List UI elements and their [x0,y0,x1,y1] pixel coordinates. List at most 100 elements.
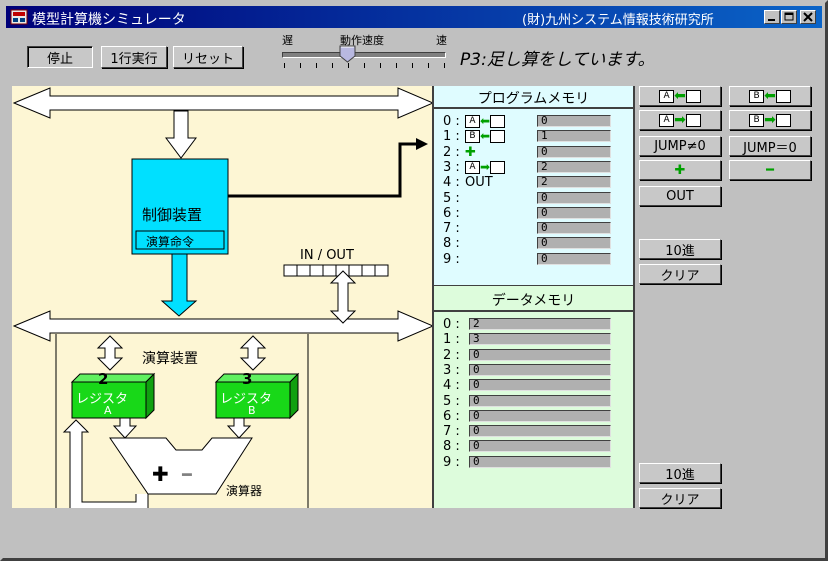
io-label: IN / OUT [300,248,354,263]
data-memory-row[interactable]: 2 :0 [443,348,633,363]
speed-slider[interactable] [280,45,448,73]
reg-a-icon: A [465,160,480,174]
data-row-value[interactable]: 2 [469,318,611,330]
data-row-value[interactable]: 0 [469,440,611,453]
program-clear-button[interactable]: クリア [639,264,721,284]
memory-cell-icon [685,113,701,127]
plus-button[interactable]: ✚ [639,160,721,180]
program-memory-row[interactable]: 0 :A⬅ 0 [443,114,633,129]
data-row-value[interactable]: 0 [469,455,611,468]
program-row-index: 8 : [443,236,460,252]
program-row-value[interactable]: 2 [537,176,611,189]
status-message: P3:足し算をしています。 [460,50,655,70]
minus-button[interactable]: ━ [729,160,811,180]
register-b-value: 3 [242,370,253,388]
data-memory-row[interactable]: 9 : 0 [443,455,633,470]
data-memory-row[interactable]: 1 :3 [443,332,633,347]
control-unit-sub-label: 演算命令 [146,235,195,249]
data-memory-row[interactable]: 6 :0 [443,409,633,424]
load-a-button[interactable]: A⬅ [639,86,721,106]
program-memory-row[interactable]: 1 :B⬅ 1 [443,129,633,144]
data-row-value[interactable]: 0 [469,409,611,422]
reg-b-bus-arrow [239,335,267,371]
data-row-index: 7 : [443,424,460,440]
data-row-index: 8 : [443,439,460,455]
data-memory-divider [433,310,634,312]
program-memory-row[interactable]: 6 :0 [443,206,633,221]
data-row-index: 0 : [443,317,460,332]
data-memory-row[interactable]: 5 :0 [443,394,633,409]
program-memory-row[interactable]: 5 :0 [443,191,633,206]
memory-separator [432,285,635,286]
data-row-value[interactable]: 0 [469,394,611,407]
program-decimal-button[interactable]: 10進 [639,239,721,259]
data-memory-row[interactable]: 0 : 2 [443,317,633,332]
arrow-left-icon: ⬅ [674,88,686,104]
out-button[interactable]: OUT [639,186,721,206]
computer-diagram: 制御装置 演算命令 IN / OUT 演算装置 2 レジスタ A 3 レジスタ … [12,86,433,508]
data-memory-row[interactable]: 7 : 0 [443,424,633,439]
reg-a-icon: A [659,113,675,127]
control-unit-sub-box [135,230,225,250]
program-row-value[interactable]: 0 [537,252,611,265]
slider-thumb[interactable] [339,45,357,63]
program-row-value[interactable]: 0 [537,222,611,235]
program-row-value[interactable]: 0 [537,191,611,204]
program-memory-row[interactable]: 8 : 0 [443,236,633,251]
data-clear-button[interactable]: クリア [639,488,721,508]
reg-b-icon: B [749,89,765,103]
register-a-name: A [104,404,112,417]
data-decimal-button[interactable]: 10進 [639,463,721,483]
program-memory-row[interactable]: 3 :A➡ 2 [443,160,633,175]
program-row-value[interactable]: 2 [537,160,611,173]
program-row-index: 1 : [443,129,460,145]
plus-icon: ✚ [674,162,686,178]
program-row-value[interactable]: 1 [537,130,611,143]
diagram-canvas [12,87,433,508]
program-memory-row[interactable]: 9 :0 [443,252,633,267]
program-row-value[interactable]: 0 [537,237,611,250]
client-area: 停止 1行実行 リセット 遅 動作速度 速 P3:足し算をしています。 [6,28,822,558]
load-b-button[interactable]: B⬅ [729,86,811,106]
speed-title: 動作速度 [340,34,384,47]
slider-tick [348,63,349,68]
program-row-value[interactable]: 0 [537,115,611,127]
program-memory-row[interactable]: 2 :✚0 [443,145,633,160]
data-row-value[interactable]: 0 [469,379,611,392]
jump-zero-button[interactable]: JUMP＝0 [729,136,811,156]
stop-button[interactable]: 停止 [27,46,93,68]
control-to-bus-arrow [160,253,198,317]
program-row-value[interactable]: 0 [537,206,611,219]
close-icon [803,12,813,22]
store-a-button[interactable]: A➡ [639,110,721,130]
alu-minus-icon: ━ [182,465,192,484]
data-row-value[interactable]: 0 [469,363,611,376]
step-button[interactable]: 1行実行 [101,46,167,68]
io-cell [348,264,363,277]
slider-tick [284,63,285,68]
program-row-value[interactable]: 0 [537,145,611,158]
title-bar[interactable]: 模型計算機シミュレータ (財)九州システム情報技術研究所 [6,6,822,28]
slider-ticks [280,63,448,69]
data-memory-row[interactable]: 4 :0 [443,378,633,393]
data-memory-title: データメモリ [491,293,576,309]
alu-feedback-loop [62,419,149,508]
data-memory-row[interactable]: 3 :0 [443,363,633,378]
data-memory-row[interactable]: 8 : 0 [443,439,633,454]
memory-cell-icon [685,89,701,103]
maximize-button[interactable] [781,10,797,24]
data-row-value[interactable]: 3 [469,333,611,346]
store-b-button[interactable]: B➡ [729,110,811,130]
memory-cell-icon [775,89,791,103]
minimize-button[interactable] [764,10,780,24]
data-row-index: 9 : [443,454,460,470]
jump-nonzero-button[interactable]: JUMP≠0 [639,136,721,156]
program-memory-row[interactable]: 7 : 0 [443,221,633,236]
reset-button[interactable]: リセット [173,46,243,68]
program-row-index: 7 : [443,221,460,237]
close-button[interactable] [800,10,816,24]
data-row-value[interactable]: 0 [469,425,611,438]
fast-label: 速 [436,34,447,47]
data-row-value[interactable]: 0 [469,348,611,361]
